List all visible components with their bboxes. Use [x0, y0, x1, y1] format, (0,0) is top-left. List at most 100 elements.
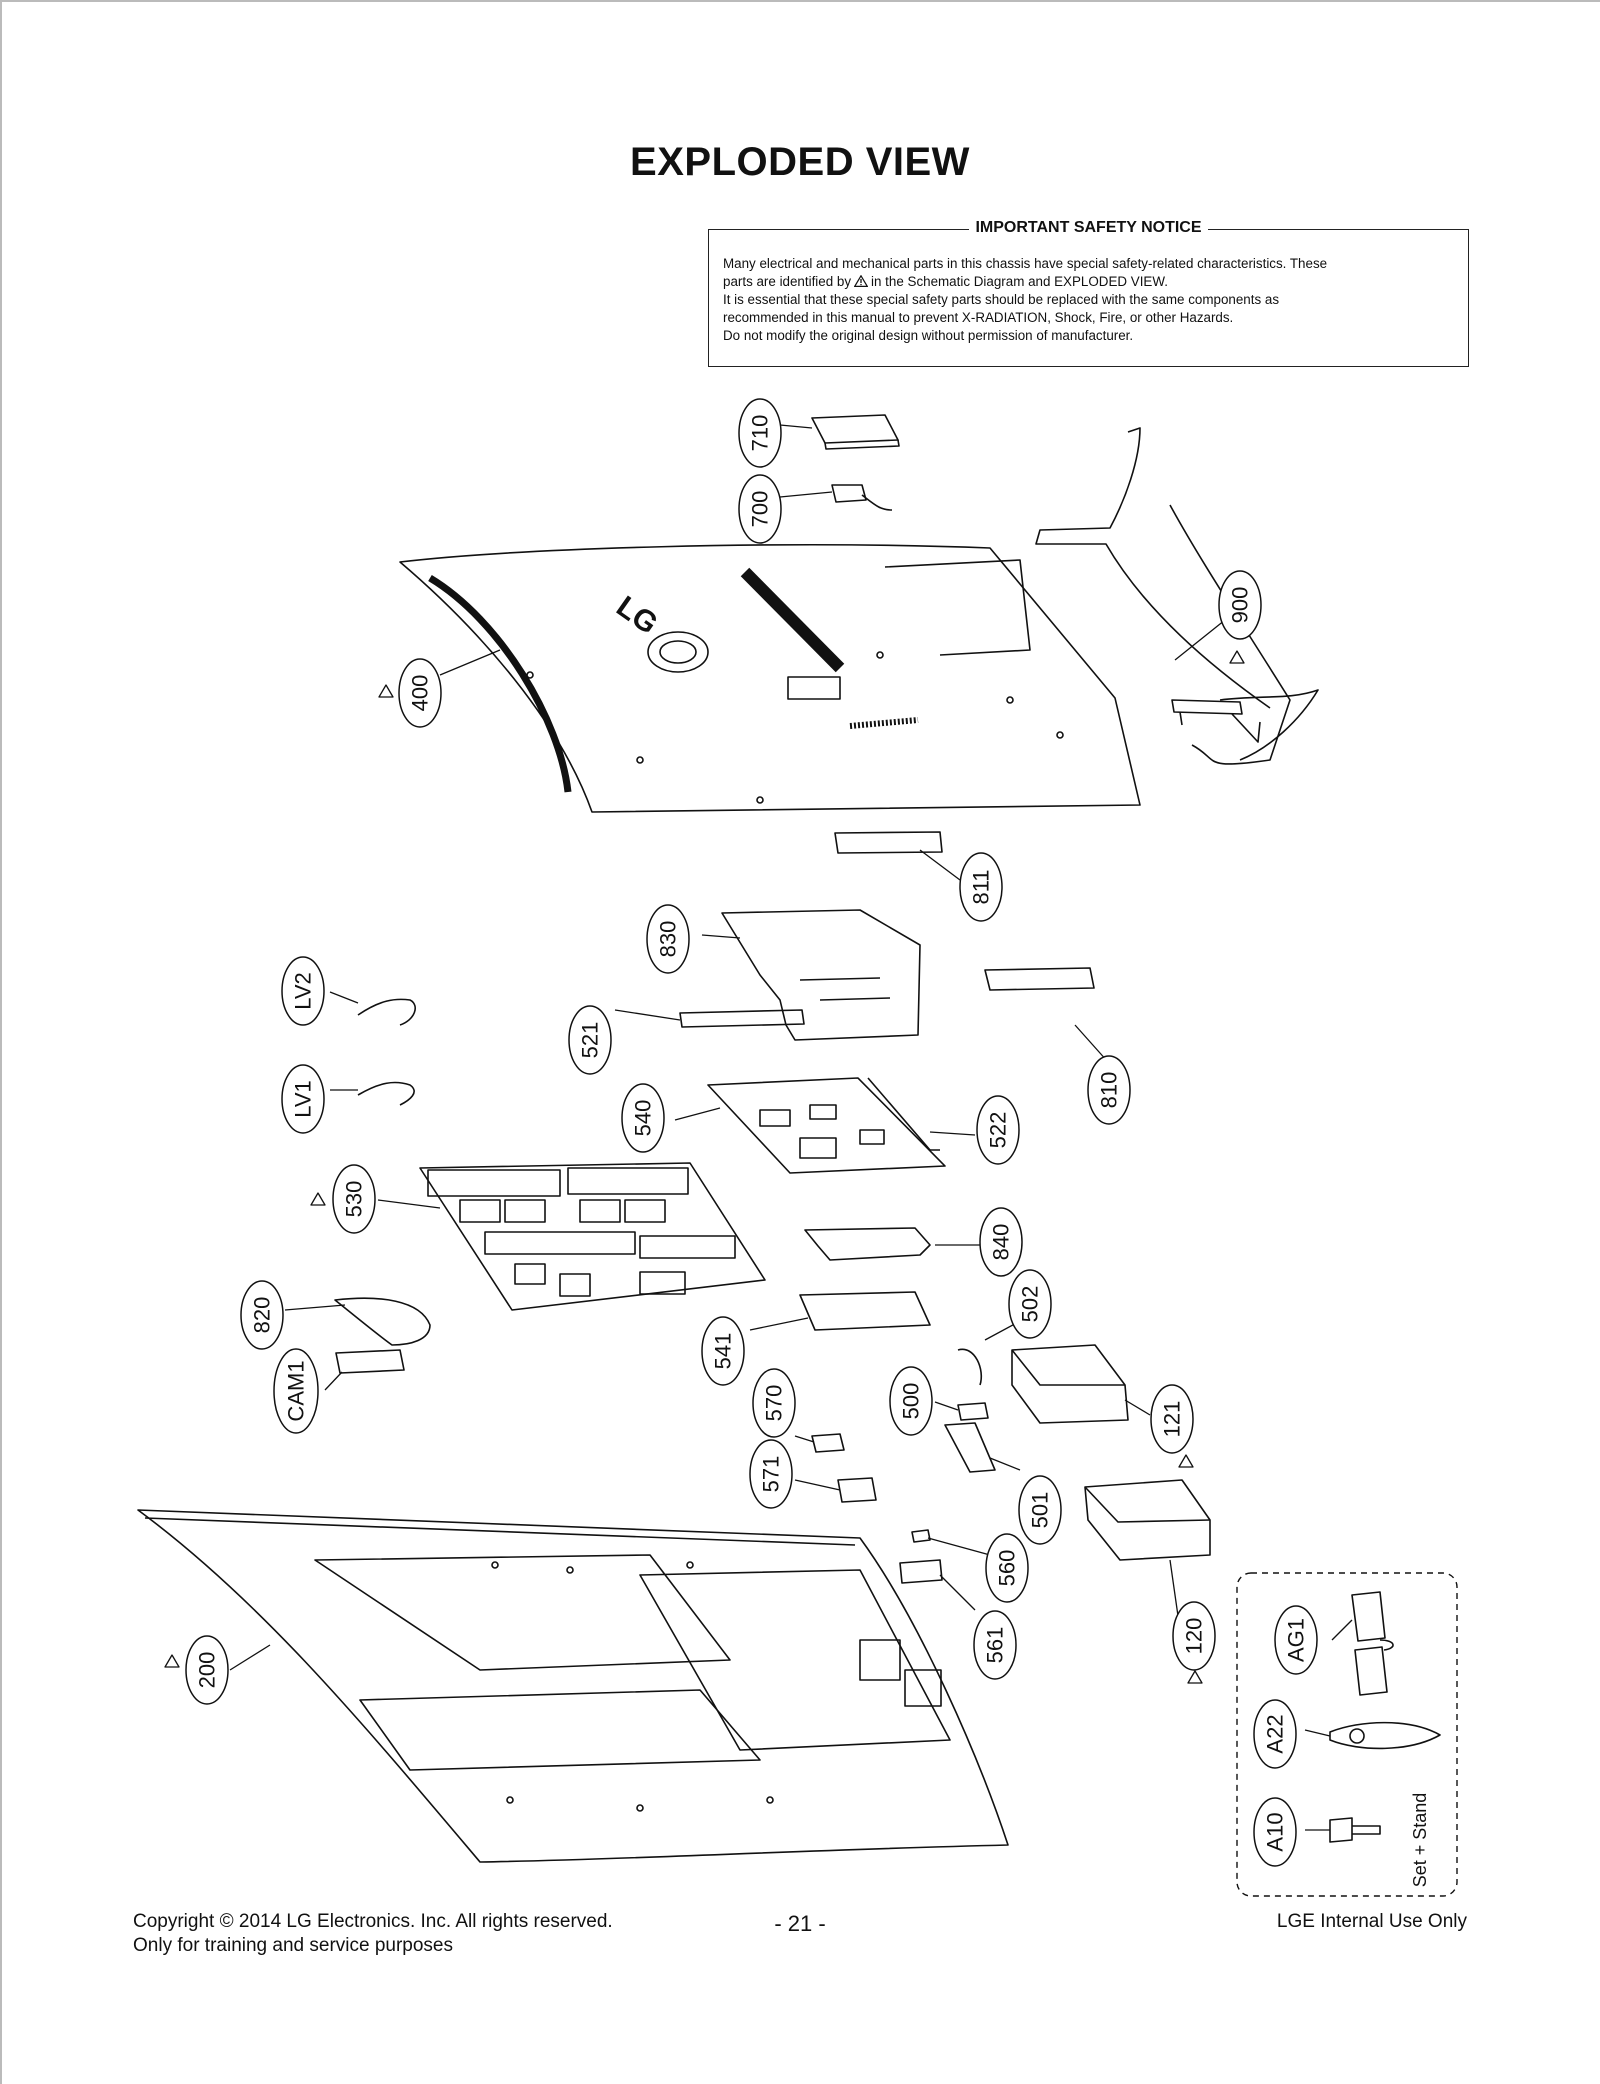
part-callout-541: 541 — [701, 1316, 745, 1386]
module-571 — [837, 1477, 877, 1503]
bracket-522 — [867, 1077, 940, 1151]
part-callout-200: 200 — [185, 1635, 229, 1705]
part-callout-811: 811 — [959, 852, 1003, 922]
camera-module-cam1 — [335, 1349, 405, 1374]
part-callout-121: 121 — [1150, 1384, 1194, 1454]
board-541 — [799, 1291, 931, 1331]
part-callout-561: 561 — [973, 1610, 1017, 1680]
part-callout-830: 830 — [646, 904, 690, 974]
part-callout-cam1: CAM1 — [273, 1348, 319, 1434]
safety-notice-box: IMPORTANT SAFETY NOTICE Many electrical … — [708, 219, 1469, 367]
part-callout-521: 521 — [568, 1005, 612, 1075]
notice-line: Many electrical and mechanical parts in … — [723, 256, 1328, 271]
svg-text:900: 900 — [1228, 587, 1253, 624]
stand-900 — [1035, 427, 1319, 765]
accessory-note: Set + Stand — [1410, 1793, 1430, 1888]
bracket-811 — [834, 831, 943, 854]
part-callout-571: 571 — [749, 1439, 793, 1509]
page-title: EXPLODED VIEW — [630, 140, 970, 184]
connector-board-521 — [679, 1009, 805, 1028]
back-cover-400: LG — [399, 544, 1141, 813]
svg-text:A10: A10 — [1263, 1812, 1288, 1851]
part-callout-840: 840 — [979, 1207, 1023, 1277]
shield-840 — [804, 1227, 931, 1261]
svg-text:820: 820 — [250, 1297, 275, 1334]
svg-text:521: 521 — [578, 1022, 603, 1059]
svg-text:AG1: AG1 — [1284, 1618, 1309, 1662]
warning-triangle-icon — [378, 684, 394, 698]
shield-830 — [721, 909, 921, 1041]
warning-triangle-icon — [854, 275, 869, 287]
page-border-left — [0, 0, 2, 2084]
part-callout-820: 820 — [240, 1280, 284, 1350]
svg-text:120: 120 — [1182, 1618, 1207, 1655]
svg-text:710: 710 — [748, 415, 773, 452]
svg-text:502: 502 — [1018, 1286, 1043, 1323]
part-callout-lv2: LV2 — [281, 956, 325, 1026]
screw-a10 — [1329, 1817, 1381, 1843]
accessory-box — [1236, 1572, 1458, 1897]
part-callout-a22: A22 — [1253, 1699, 1297, 1769]
page-number: - 21 - — [774, 1911, 826, 1936]
warning-triangle-icon — [164, 1654, 180, 1668]
svg-text:CAM1: CAM1 — [284, 1360, 309, 1421]
safety-notice-heading: IMPORTANT SAFETY NOTICE — [969, 219, 1208, 236]
part-callout-522: 522 — [976, 1095, 1020, 1165]
svg-text:501: 501 — [1028, 1492, 1053, 1529]
part-callout-400: 400 — [398, 658, 442, 728]
bracket-810 — [984, 967, 1095, 991]
part-callout-560: 560 — [985, 1533, 1029, 1603]
lg-logo-text: LG — [610, 590, 663, 641]
cable-502 — [957, 1348, 982, 1386]
svg-text:LV2: LV2 — [291, 972, 316, 1010]
front-panel-200 — [137, 1509, 1009, 1863]
svg-text:200: 200 — [195, 1652, 220, 1689]
part-callout-502: 502 — [1008, 1269, 1052, 1339]
warning-triangle-icon — [310, 1192, 326, 1206]
svg-text:571: 571 — [759, 1456, 784, 1493]
module-570 — [811, 1433, 845, 1453]
cable-lv2 — [357, 998, 416, 1026]
part-callout-900: 900 — [1218, 570, 1262, 640]
part-callout-a10: A10 — [1253, 1797, 1297, 1867]
copyright-text: Copyright © 2014 LG Electronics. Inc. Al… — [133, 1911, 613, 1932]
internal-use-label: LGE Internal Use Only — [1276, 1911, 1467, 1932]
part-callout-530: 530 — [332, 1164, 376, 1234]
svg-text:500: 500 — [899, 1383, 924, 1420]
remote-control-a22 — [1329, 1721, 1441, 1750]
svg-text:560: 560 — [995, 1550, 1020, 1587]
safety-notice-body: Many electrical and mechanical parts in … — [723, 255, 1454, 345]
notice-line: recommended in this manual to prevent X-… — [723, 310, 1234, 325]
svg-text:830: 830 — [656, 921, 681, 958]
svg-text:A22: A22 — [1263, 1714, 1288, 1753]
svg-text:540: 540 — [631, 1100, 656, 1137]
part-callout-ag1: AG1 — [1274, 1605, 1318, 1675]
notice-line: It is essential that these special safet… — [723, 292, 1280, 307]
button-module-700 — [831, 484, 893, 511]
speaker-121 — [1011, 1344, 1129, 1424]
svg-text:LV1: LV1 — [291, 1080, 316, 1118]
module-561 — [899, 1559, 943, 1584]
svg-text:561: 561 — [983, 1627, 1008, 1664]
svg-text:121: 121 — [1160, 1401, 1185, 1438]
svg-text:530: 530 — [342, 1181, 367, 1218]
warning-triangle-icon — [1229, 650, 1245, 664]
cable-lv1 — [357, 1081, 415, 1106]
warning-triangle-icon — [1187, 1670, 1203, 1684]
svg-text:400: 400 — [408, 675, 433, 712]
cover-820 — [334, 1297, 431, 1346]
glasses-ag1 — [1351, 1591, 1394, 1696]
svg-text:541: 541 — [711, 1333, 736, 1370]
notice-line: Do not modify the original design withou… — [723, 328, 1134, 343]
svg-text:700: 700 — [748, 491, 773, 528]
svg-text:840: 840 — [989, 1224, 1014, 1261]
part-callout-570: 570 — [752, 1368, 796, 1438]
part-callout-710: 710 — [738, 398, 782, 468]
board-500 — [957, 1402, 989, 1421]
exploded-view-diagram: LG — [137, 398, 1458, 1897]
warning-triangle-icon — [1178, 1454, 1194, 1468]
main-board-540 — [707, 1077, 946, 1174]
svg-text:570: 570 — [762, 1385, 787, 1422]
board-501 — [944, 1422, 996, 1473]
